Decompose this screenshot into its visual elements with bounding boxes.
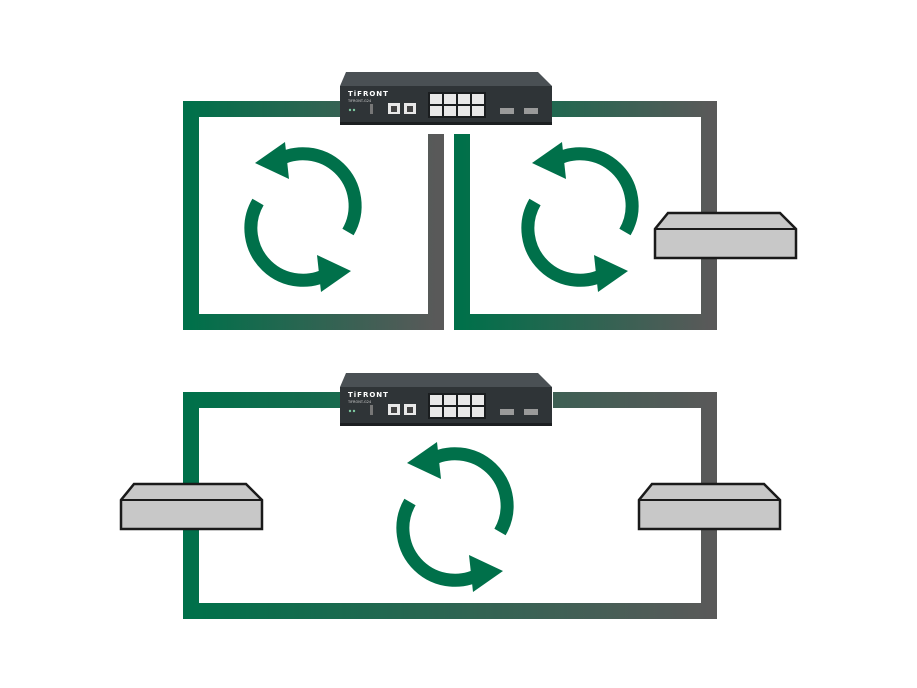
top-left-link: [183, 101, 444, 330]
network-device-icon: [119, 482, 264, 531]
bottom-ring-link: [183, 392, 717, 619]
switch-brand: TiFRONT: [348, 391, 389, 399]
switch-model: TiFRONT-G24: [347, 400, 372, 404]
network-device-icon: [637, 482, 782, 531]
refresh-cycle-icon: [396, 442, 514, 592]
top-right-loop: [454, 101, 717, 330]
bottom-ring: [183, 392, 717, 619]
network-switch-icon: TiFRONT TiFRONT-G24: [340, 72, 552, 125]
top-left-loop: [183, 101, 444, 330]
network-device-icon: [653, 211, 798, 260]
network-switch-icon: TiFRONT TiFRONT-G24: [340, 373, 552, 426]
refresh-cycle-icon: [244, 142, 362, 292]
switch-model: TiFRONT-G24: [347, 99, 372, 103]
refresh-cycle-icon: [521, 142, 639, 292]
switch-brand: TiFRONT: [348, 90, 389, 98]
top-right-link: [454, 101, 717, 330]
